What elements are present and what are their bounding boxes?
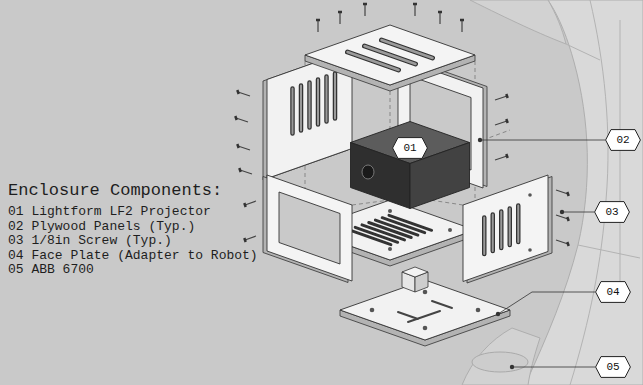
screw-hole bbox=[528, 248, 532, 252]
component-label: 02 Plywood Panels (Typ.) bbox=[8, 220, 195, 234]
vent-slot bbox=[293, 74, 336, 134]
panel-slot bbox=[348, 40, 433, 70]
panel-slot-depth bbox=[348, 40, 433, 70]
screw-hole bbox=[448, 228, 452, 232]
bolt-hole bbox=[370, 308, 375, 313]
vent-slot bbox=[484, 206, 518, 255]
legend-heading: Enclosure Components: bbox=[8, 182, 222, 200]
robot-arm-upper bbox=[470, 0, 566, 44]
screw-hole bbox=[388, 247, 392, 251]
callout-hexagon: 03 bbox=[594, 201, 630, 223]
callout-number: 02 bbox=[616, 134, 629, 146]
plywood-panel bbox=[267, 175, 352, 281]
bolt-hole bbox=[423, 290, 428, 295]
callout-number: 05 bbox=[606, 361, 619, 373]
leader-dot bbox=[510, 365, 514, 369]
component-label: 03 1/8in Screw (Typ.) bbox=[8, 234, 172, 248]
vent-slot-depth bbox=[293, 74, 336, 134]
face-plate bbox=[340, 280, 510, 340]
callout-hexagon: 05 bbox=[595, 356, 631, 378]
leader-dot bbox=[560, 210, 564, 214]
hexagon-shape bbox=[606, 130, 641, 151]
hexagon-shape bbox=[595, 202, 630, 223]
screw-hole bbox=[528, 193, 532, 197]
projector-lens bbox=[362, 165, 374, 179]
leader-dot bbox=[478, 138, 482, 142]
hexagon-shape bbox=[596, 357, 631, 378]
grate-slot bbox=[348, 215, 431, 244]
robot-arm-detail bbox=[566, 0, 640, 385]
leader-line bbox=[480, 140, 605, 367]
callout-number: 01 bbox=[403, 142, 416, 154]
callout-hexagon: 02 bbox=[605, 129, 641, 151]
screw bbox=[236, 4, 568, 244]
vent-slot-depth bbox=[484, 206, 518, 255]
component-label: 01 Lightform LF2 Projector bbox=[8, 205, 211, 219]
component-label: 05 ABB 6700 bbox=[8, 263, 94, 277]
hexagon-shape bbox=[393, 138, 428, 159]
plywood-panel bbox=[305, 25, 475, 85]
callout-number: 04 bbox=[606, 286, 619, 298]
screw-head bbox=[235, 4, 568, 246]
plate-slot bbox=[398, 301, 452, 322]
panel-window bbox=[279, 192, 340, 264]
leader-dot bbox=[496, 312, 500, 316]
robot-wrist bbox=[462, 328, 540, 385]
callout-number: 03 bbox=[605, 206, 618, 218]
adapter-block bbox=[402, 267, 428, 277]
plywood-panel bbox=[463, 175, 548, 282]
screw-hole bbox=[388, 209, 392, 213]
callout-hexagon: 01 bbox=[392, 137, 428, 159]
robot-flange bbox=[472, 352, 528, 372]
bolt-hole bbox=[476, 308, 481, 313]
callout-hexagon: 04 bbox=[595, 281, 631, 303]
bolt-hole bbox=[423, 326, 428, 331]
hexagon-shape bbox=[596, 282, 631, 303]
component-label: 04 Face Plate (Adapter to Robot) bbox=[8, 249, 258, 263]
